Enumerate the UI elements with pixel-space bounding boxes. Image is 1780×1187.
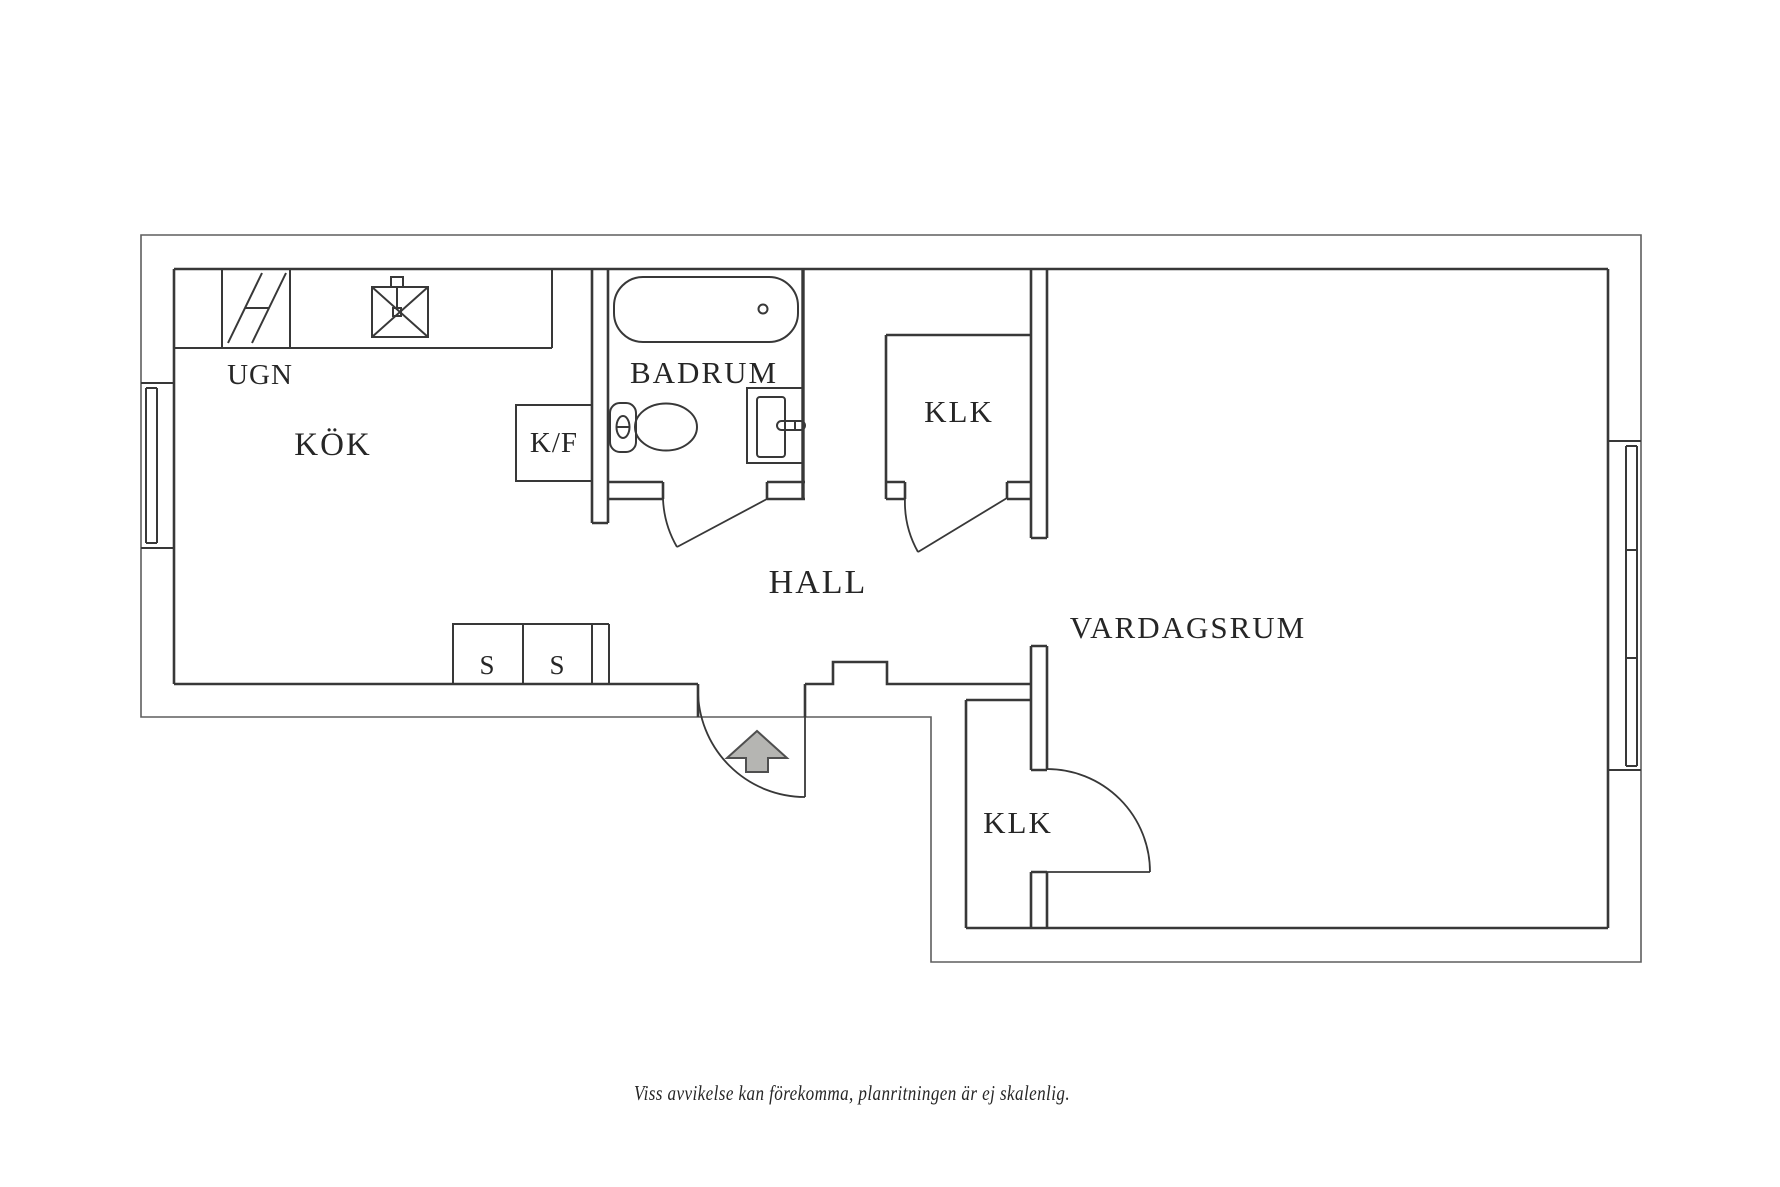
room-label-klk-lower: KLK — [983, 805, 1053, 840]
wall-livingroom-inner — [966, 269, 1610, 930]
window-right — [1608, 440, 1641, 771]
room-label-klk-upper: KLK — [924, 394, 994, 429]
basin-faucet-icon — [776, 420, 806, 431]
doors — [662, 497, 1151, 873]
stove-icon — [221, 269, 291, 348]
window-left — [141, 382, 174, 549]
cabinet-label-s1: S — [479, 650, 494, 680]
bathtub — [613, 276, 799, 343]
disclaimer-caption: Viss avvikelse kan förekomma, planritnin… — [634, 1081, 1070, 1105]
building-outline — [140, 234, 1642, 963]
wall-bottom-inner-right — [803, 660, 1031, 717]
room-label-kf: K/F — [530, 427, 578, 459]
cabinet-stub-wall — [592, 623, 610, 684]
bathroom-door-swing — [662, 498, 678, 548]
entrance-door-swing — [697, 689, 806, 798]
entrance-arrow-shape — [724, 729, 790, 773]
room-label-hall: HALL — [769, 564, 868, 601]
upper-closet-door-swing — [904, 497, 919, 553]
cabinet-right-box — [522, 623, 593, 685]
wall-lower-closet — [964, 698, 1031, 928]
room-label-badrum: BADRUM — [630, 355, 778, 390]
wall-hall-livingroom-band — [1029, 269, 1049, 928]
outer-wall-outline — [140, 234, 1642, 963]
room-label-vardagsrum: VARDAGSRUM — [1070, 610, 1307, 645]
cabinet-label-s2: S — [549, 650, 564, 680]
wall-upper-closet — [884, 333, 1031, 501]
kitchen-faucet-icon — [390, 276, 404, 317]
inner-walls — [172, 267, 1610, 930]
bathtub-drain — [757, 303, 769, 315]
fixtures — [141, 269, 1641, 771]
wall-bathroom-bottom — [608, 480, 805, 501]
fridge-freezer-box — [515, 404, 593, 482]
toilet-bowl — [634, 402, 698, 452]
room-label-ugn: UGN — [227, 359, 293, 391]
entrance-arrow-icon — [724, 729, 790, 773]
kitchen-counter — [174, 269, 553, 349]
upper-closet-door-leaf — [917, 497, 1008, 553]
wash-basin-outer — [746, 387, 804, 464]
lower-closet-door-swing — [1046, 768, 1151, 873]
wall-kitchen-bathroom-band — [590, 269, 610, 525]
wall-bottom-inner-left — [174, 682, 700, 717]
wash-basin-inner — [756, 396, 786, 458]
room-labels: UGN KÖK K/F BADRUM HALL KLK KLK VARDAGSR… — [227, 355, 1307, 1105]
bathroom-door-leaf — [676, 498, 768, 548]
room-label-kok: KÖK — [294, 427, 372, 463]
